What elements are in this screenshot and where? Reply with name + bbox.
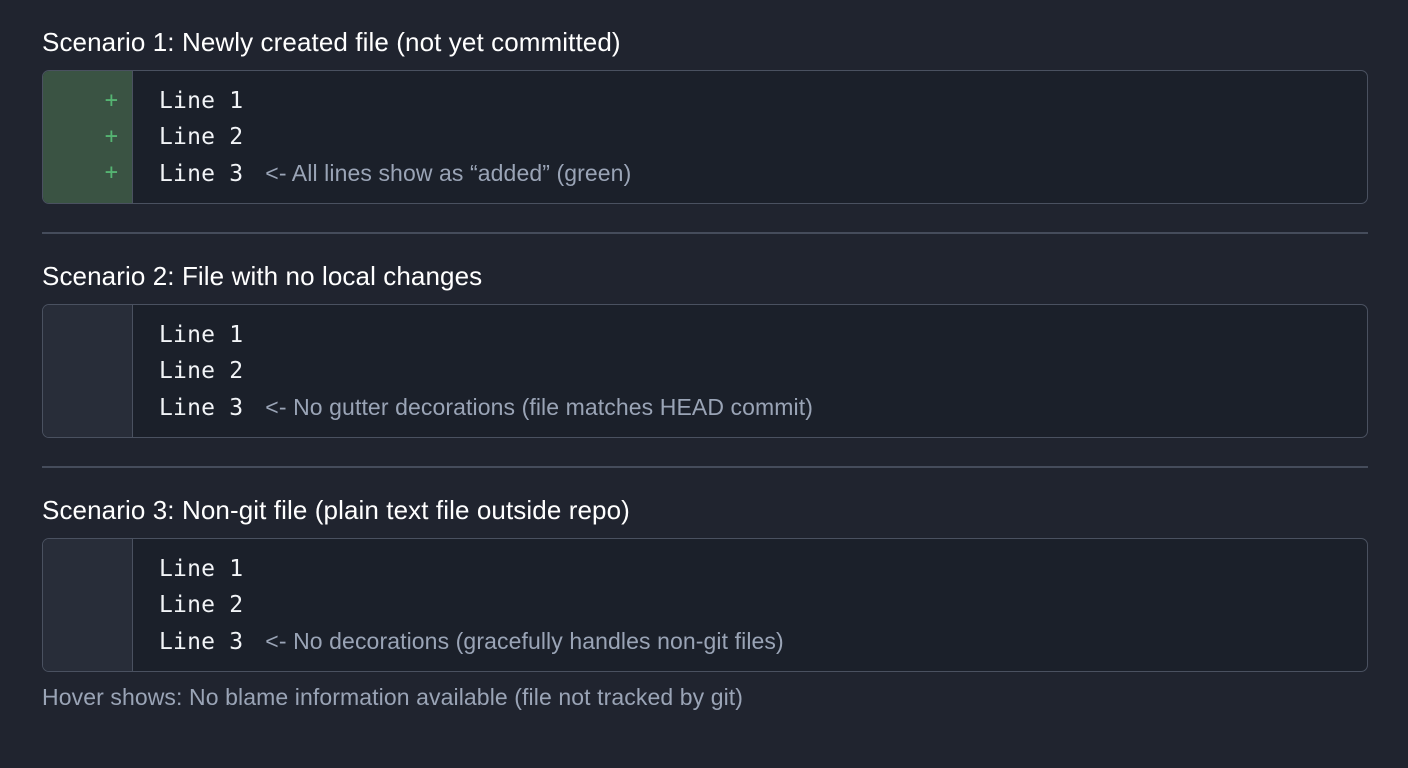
code-line-annotation: <- All lines show as “added” (green) — [265, 160, 632, 186]
code-block-2: Line 1 Line 2 Line 3 <- No gutter decora… — [42, 304, 1368, 438]
code-block-1: + + + Line 1 Line 2 Line 3 <- All lines … — [42, 70, 1368, 204]
scenario-block-3: Scenario 3: Non-git file (plain text fil… — [42, 494, 1368, 672]
code-line[interactable]: Line 3 <- No decorations (gracefully han… — [159, 623, 1367, 659]
code-line[interactable]: Line 1 — [159, 83, 1367, 119]
code-line[interactable]: Line 3 <- No gutter decorations (file ma… — [159, 389, 1367, 425]
code-line-text: Line 1 — [159, 556, 244, 582]
gutter-marker-added: + — [104, 88, 118, 113]
scenario-block-2: Scenario 2: File with no local changes L… — [42, 260, 1368, 438]
code-lines-2[interactable]: Line 1 Line 2 Line 3 <- No gutter decora… — [133, 305, 1367, 437]
section-divider — [42, 466, 1368, 468]
code-line[interactable]: Line 2 — [159, 119, 1367, 155]
code-line[interactable]: Line 2 — [159, 353, 1367, 389]
git-gutter-2[interactable] — [43, 305, 133, 437]
section-divider — [42, 232, 1368, 234]
code-line[interactable]: Line 1 — [159, 317, 1367, 353]
code-line[interactable]: Line 1 — [159, 551, 1367, 587]
code-line-text: Line 1 — [159, 88, 244, 114]
git-gutter-3[interactable] — [43, 539, 133, 671]
code-line-text: Line 3 — [159, 395, 244, 421]
gutter-marker-added: + — [104, 160, 118, 185]
code-line-text: Line 3 — [159, 629, 244, 655]
scenario-block-1: Scenario 1: Newly created file (not yet … — [42, 26, 1368, 204]
code-line-text: Line 1 — [159, 322, 244, 348]
git-gutter-1[interactable]: + + + — [43, 71, 133, 203]
code-block-3: Line 1 Line 2 Line 3 <- No decorations (… — [42, 538, 1368, 672]
code-line-text: Line 3 — [159, 161, 244, 187]
gutter-marker-added: + — [104, 124, 118, 149]
code-line-annotation: <- No decorations (gracefully handles no… — [265, 628, 784, 654]
code-lines-1[interactable]: Line 1 Line 2 Line 3 <- All lines show a… — [133, 71, 1367, 203]
hover-hint-note: Hover shows: No blame information availa… — [42, 684, 744, 710]
scenario-title-1: Scenario 1: Newly created file (not yet … — [42, 27, 621, 57]
code-line[interactable]: Line 2 — [159, 587, 1367, 623]
scenario-title-2: Scenario 2: File with no local changes — [42, 261, 483, 291]
code-line-annotation: <- No gutter decorations (file matches H… — [265, 394, 813, 420]
code-line-text: Line 2 — [159, 358, 244, 384]
code-lines-3[interactable]: Line 1 Line 2 Line 3 <- No decorations (… — [133, 539, 1367, 671]
code-line-text: Line 2 — [159, 592, 244, 618]
scenario-title-3: Scenario 3: Non-git file (plain text fil… — [42, 495, 630, 525]
code-line[interactable]: Line 3 <- All lines show as “added” (gre… — [159, 155, 1367, 191]
code-line-text: Line 2 — [159, 124, 244, 150]
